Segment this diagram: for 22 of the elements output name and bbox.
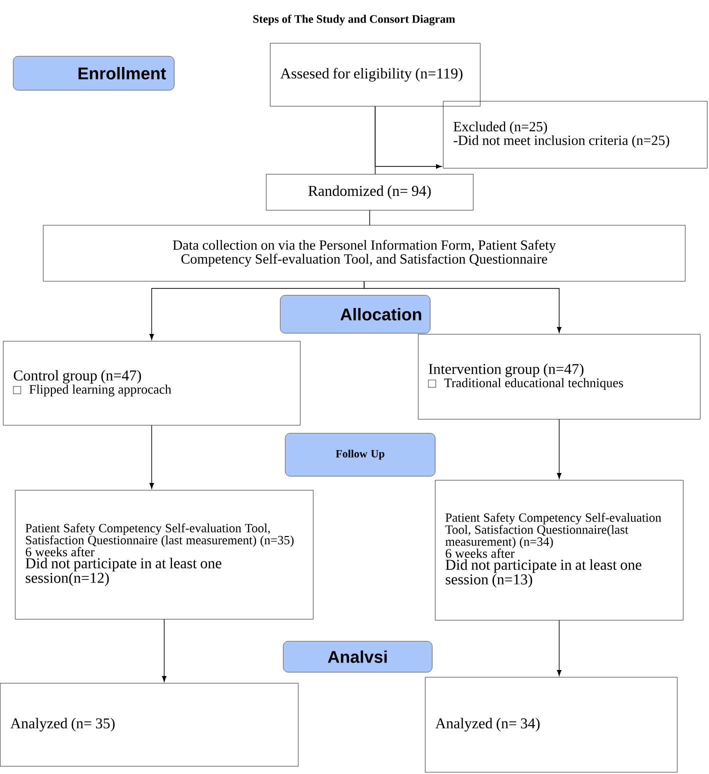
- arrow: [374, 106, 442, 169]
- process-box: Assesed for eligibility (n=119): [270, 43, 480, 106]
- connector-line: [369, 210, 370, 226]
- process-box: Data collection on via the Personel Information Form, Patient Safety Competency Self-evaluation Tool, and Satisfaction Questionnaire: [43, 225, 686, 282]
- title: Steps of The Study and Consort Diagram: [253, 14, 456, 26]
- stage-label: Follow Up: [285, 433, 436, 476]
- process-box: Randomized (n= 94): [266, 174, 474, 210]
- process-box: Patient Safety Competency Self-evaluation Tool, Satisfaction Questionnaire (last measurement) (n=35) 6 weeks after Did not participate in at least one session(n=12): [15, 490, 314, 620]
- stage-label: Enrollment: [13, 56, 174, 90]
- process-box: Analyzed (n= 34): [425, 677, 678, 772]
- process-box: Intervention group (n=47) Traditional educational techniques: [418, 334, 700, 420]
- stage-label: Analvsi: [283, 641, 432, 672]
- arrow: [149, 425, 154, 489]
- process-box: Excluded (n=25) -Did not meet inclusion criteria (n=25): [443, 101, 708, 168]
- arrow: [556, 620, 562, 676]
- process-box: Analyzed (n= 35): [0, 683, 298, 766]
- arrow: [556, 419, 562, 479]
- arrow: [162, 619, 166, 682]
- arrow: [364, 281, 562, 333]
- process-box: Control group (n=47) Flipped learning approcach: [3, 341, 300, 426]
- process-box: Patient Safety Competency Self-evaluation Tool, Satisfaction Questionnaire(last measurement) (n=34) 6 weeks after Did not participate in at least one session (n=13): [435, 480, 684, 620]
- stage-label: Allocation: [280, 295, 430, 334]
